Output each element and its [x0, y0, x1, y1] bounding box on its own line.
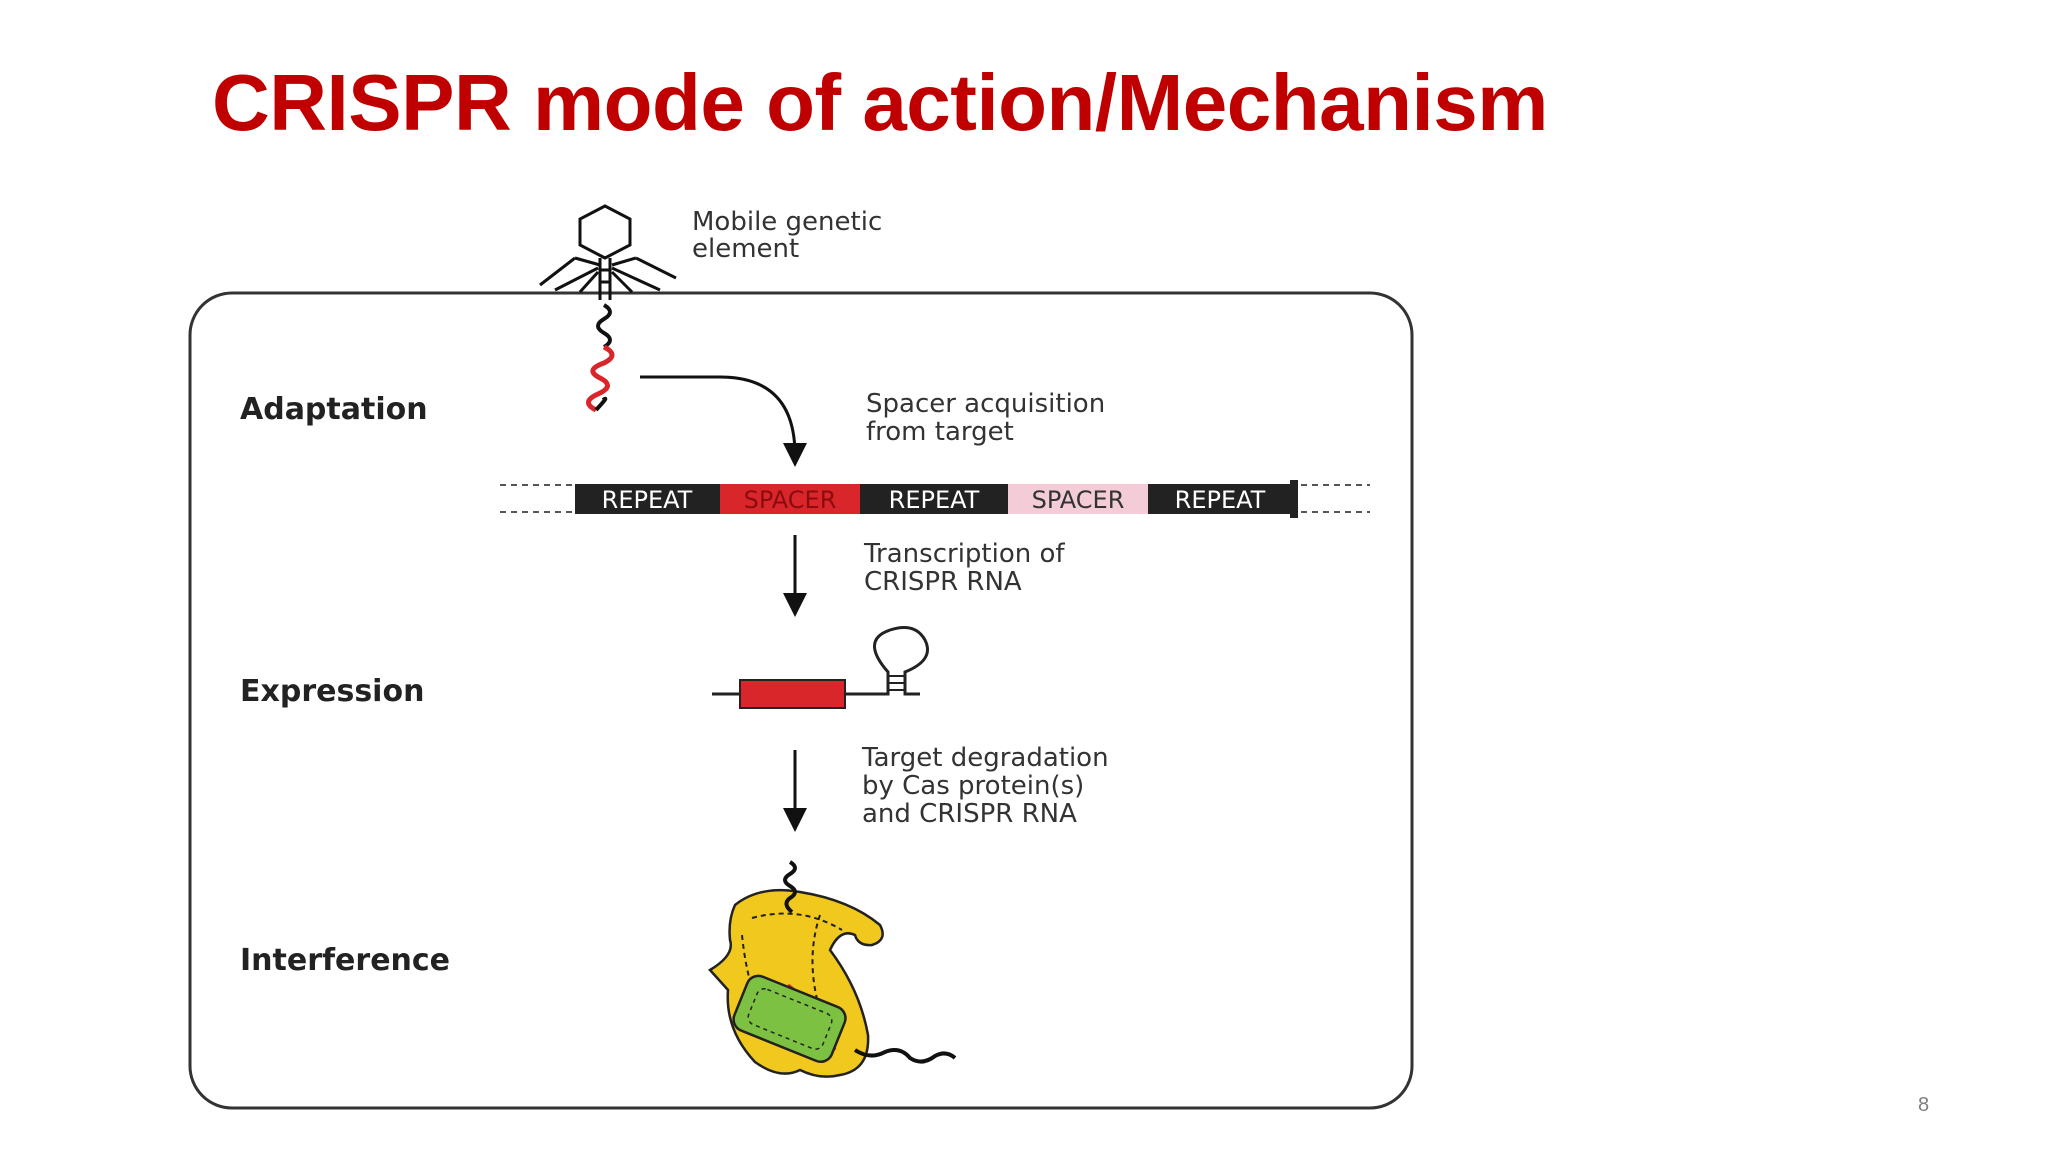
cell-boundary — [188, 291, 1414, 1110]
array-segment-spacer-1 — [720, 484, 860, 514]
cas-protein-green — [732, 974, 847, 1063]
degradation-label-line-3: and CRISPR RNA — [862, 799, 1077, 829]
slide-title: CRISPR mode of action/Mechanism — [212, 58, 1548, 147]
mobile-element-label-line-2: element — [692, 234, 799, 264]
array-label-spacer-2: SPACER — [1032, 486, 1125, 514]
injected-dna-red — [586, 344, 615, 413]
slide-number: 8 — [1918, 1094, 1930, 1116]
injected-dna-black — [596, 303, 612, 349]
transcription-label-line-2: CRISPR RNA — [864, 567, 1022, 597]
array-label-repeat-3: REPEAT — [1175, 486, 1266, 514]
crispr-array: REPEAT SPACER REPEAT SPACER REPEAT — [500, 480, 1370, 518]
target-dna-bottom — [853, 1048, 957, 1064]
bacteriophage-icon — [539, 204, 677, 300]
crispr-rna-hairpin-icon — [712, 626, 929, 709]
array-segment-repeat-2 — [860, 484, 1008, 514]
array-segment-repeat-1 — [575, 484, 720, 514]
injected-dna-tail — [594, 396, 608, 412]
stage-label-adaptation: Adaptation — [240, 392, 428, 427]
spacer-acquisition-label-line-2: from target — [866, 417, 1014, 447]
stage-label-expression: Expression — [240, 674, 424, 709]
stage-label-interference: Interference — [240, 943, 450, 978]
degradation-label-line-1: Target degradation — [861, 743, 1109, 773]
array-label-spacer-1: SPACER — [744, 486, 837, 514]
array-label-repeat-2: REPEAT — [889, 486, 980, 514]
acquisition-arrow — [640, 375, 807, 467]
transcription-label-line-1: Transcription of — [863, 539, 1065, 569]
degradation-label-line-2: by Cas protein(s) — [862, 771, 1084, 801]
cas-protein-complex-icon — [708, 860, 957, 1078]
array-label-repeat-1: REPEAT — [602, 486, 693, 514]
mobile-element-label-line-1: Mobile genetic — [692, 207, 882, 237]
array-segment-spacer-2 — [1008, 484, 1148, 514]
array-segment-repeat-3 — [1148, 484, 1293, 514]
target-dna-top — [783, 860, 797, 914]
spacer-acquisition-label-line-1: Spacer acquisition — [866, 389, 1105, 419]
